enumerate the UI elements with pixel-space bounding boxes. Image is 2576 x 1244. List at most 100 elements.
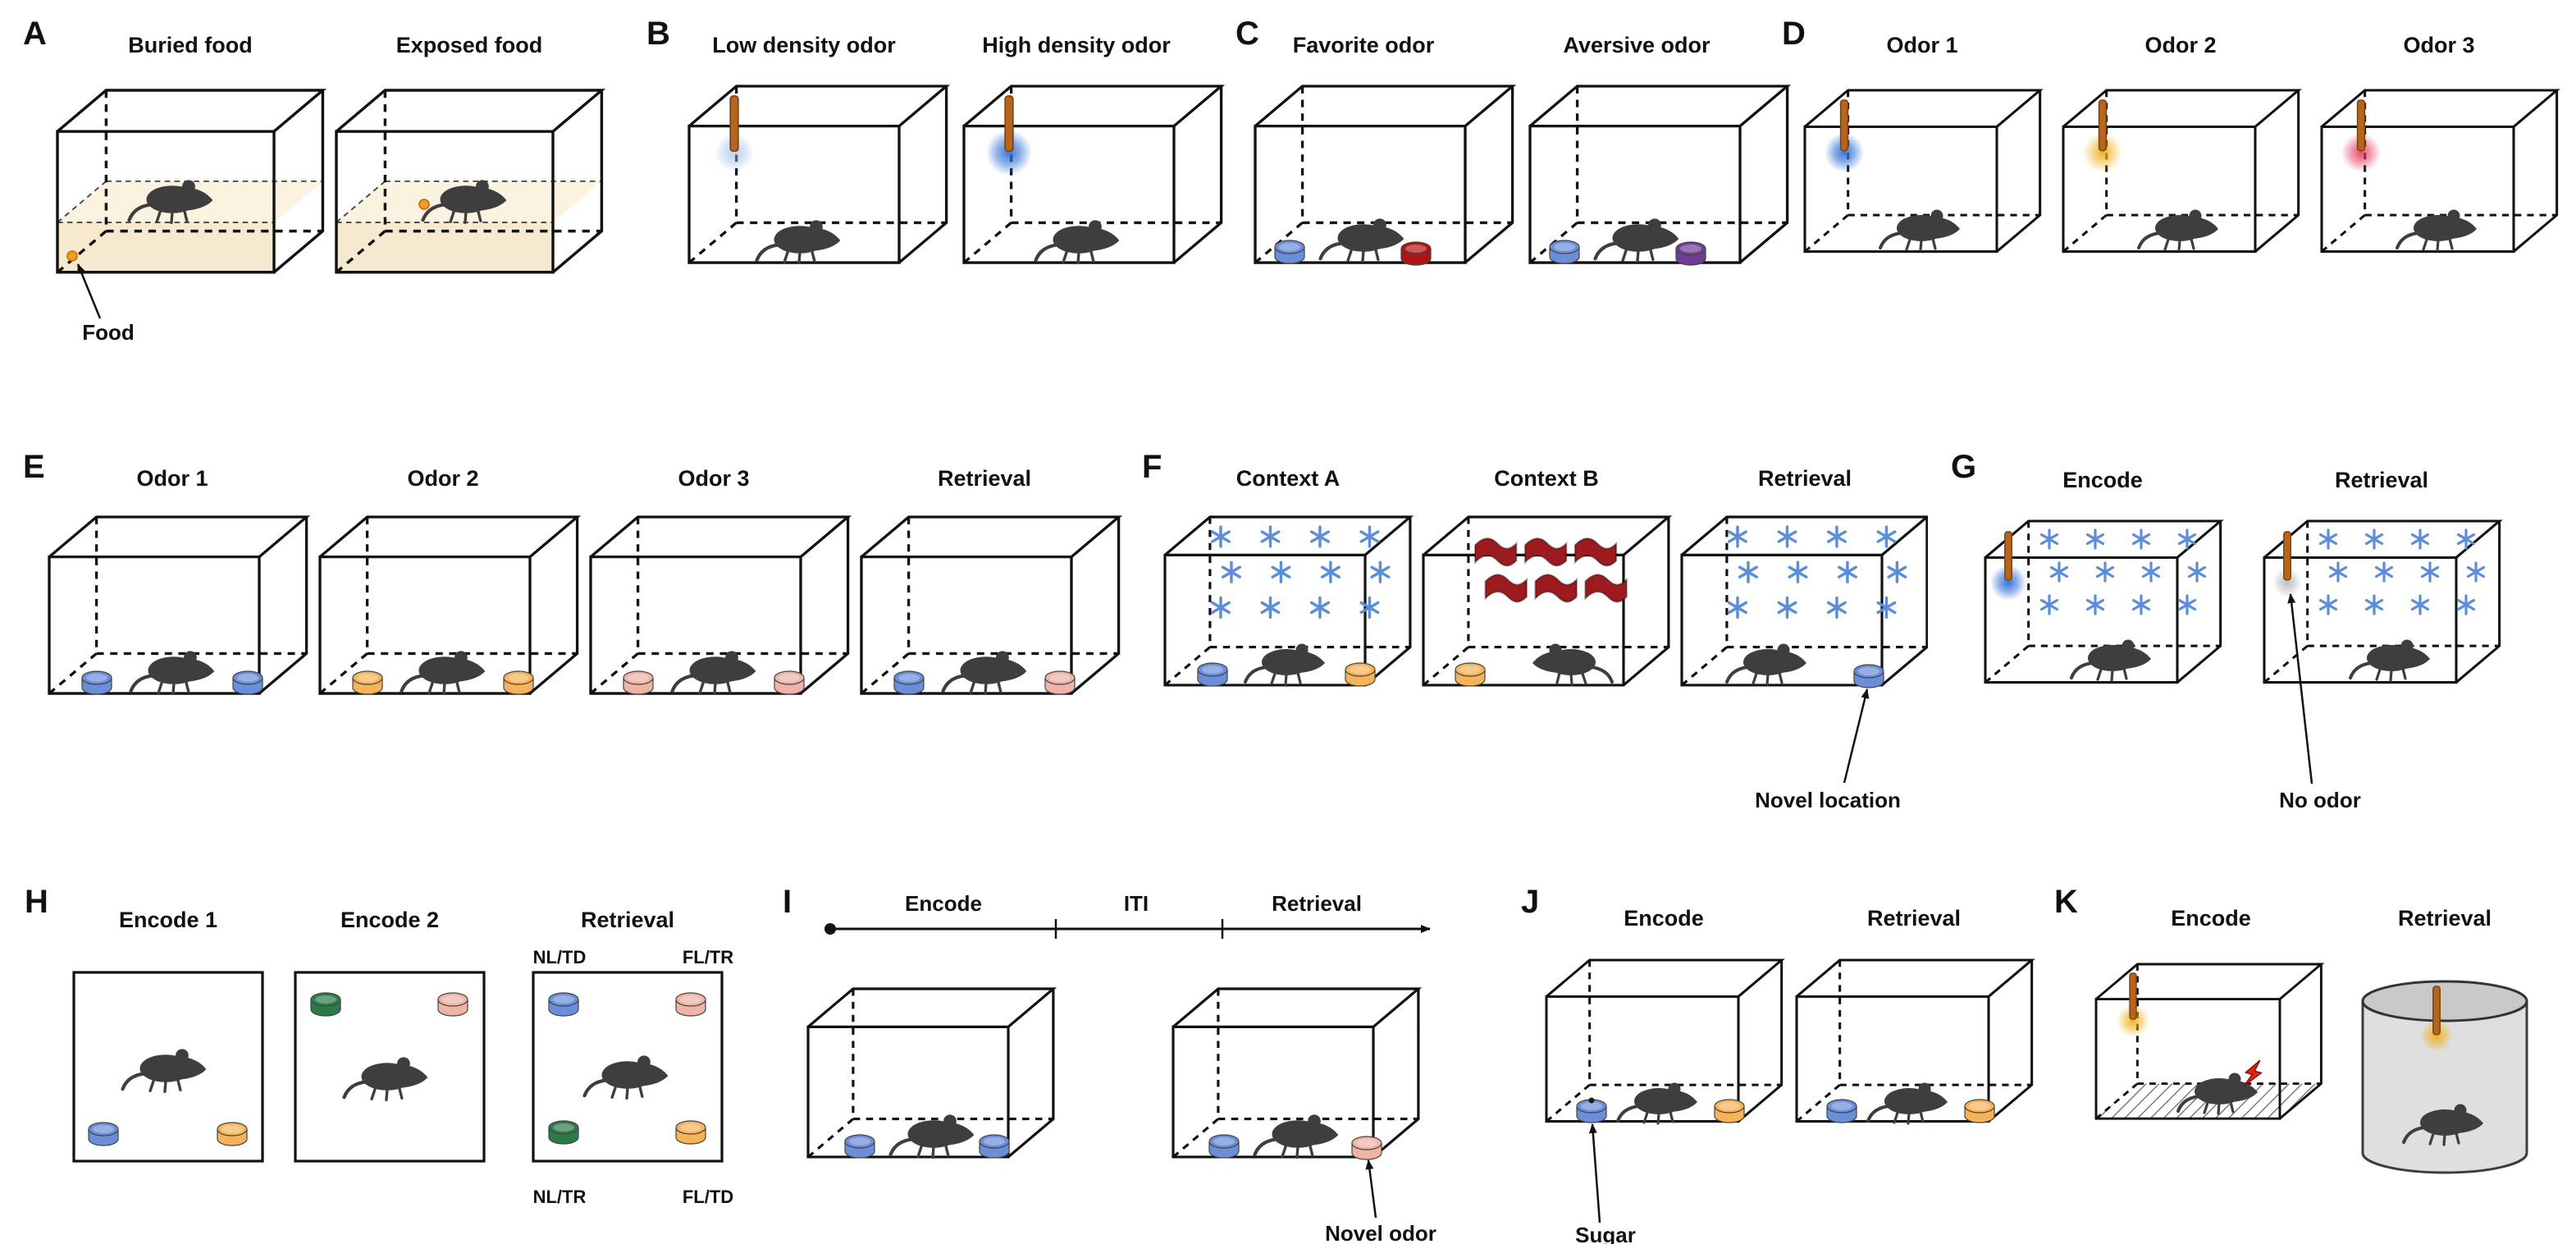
odor-glow-low: [715, 133, 754, 172]
annotation-arrow: [1843, 688, 1870, 784]
corner-label-fl-tr: FL/TR: [683, 947, 733, 967]
odor-dish-yellow: [1455, 662, 1486, 687]
box-title: Odor 1: [1886, 33, 1957, 57]
odor-dish-blue: [1197, 662, 1228, 687]
box-title: High density odor: [982, 33, 1171, 57]
box-title: Context B: [1494, 466, 1599, 491]
odor-glow-high: [986, 130, 1032, 176]
box-title: Encode 2: [340, 908, 439, 932]
box-title: Odor 3: [678, 466, 749, 491]
odor-dish-red: [1400, 241, 1432, 266]
panel-a: A Buried food Exposed food Food: [23, 16, 604, 345]
odor-dish-blue: [1208, 1134, 1240, 1159]
annotation-arrow: [1588, 1123, 1601, 1223]
cylinder-body: [2361, 1001, 2528, 1174]
encode-box: [806, 987, 1055, 1159]
retrieval-arena: [532, 971, 724, 1163]
odor-glow-yellow: [2420, 1019, 2453, 1052]
odor-dish-yellow: [1714, 1099, 1745, 1123]
odor-dish-yellow: [1345, 662, 1376, 687]
box-title: Aversive odor: [1563, 33, 1710, 57]
odor-stick: [2432, 986, 2441, 1036]
buried-food-box: [56, 89, 325, 274]
mouse: [943, 651, 1027, 693]
box-title: Favorite odor: [1293, 33, 1435, 57]
panel-d: D Odor 1 Odor 2 Odor 3: [1782, 16, 2559, 254]
box-outline: [1680, 515, 1928, 687]
odor-glow-blue: [1825, 133, 1864, 172]
box-title: Retrieval: [581, 908, 674, 932]
box-title: Retrieval: [2398, 906, 2492, 931]
panel-letter-j: J: [1521, 884, 1539, 920]
timeline: Encode ITI Retrieval: [824, 891, 1431, 939]
panel-k: K Encode Retrieval: [2054, 884, 2528, 1174]
odor-dish-blue: [844, 1134, 875, 1159]
odor-dish-yellow: [1964, 1099, 1995, 1123]
odor-dish-blue: [893, 670, 925, 695]
box-title: Retrieval: [1867, 906, 1961, 931]
retrieval-box: [1172, 987, 1420, 1160]
snowflake-wall: [2321, 530, 2484, 614]
mouse: [1866, 1081, 1949, 1125]
odor-dish-yellow: [217, 1122, 248, 1146]
odor-dish-blue: [232, 670, 263, 695]
odor-dish-pink: [1044, 670, 1076, 695]
aversive-odor-box: [1528, 85, 1789, 266]
mouse: [1531, 642, 1614, 686]
panel-letter-b: B: [646, 16, 670, 52]
odor-dish-green: [310, 992, 341, 1017]
box-title: Exposed food: [396, 33, 543, 57]
mouse: [1321, 218, 1404, 261]
odor-glow-none: [2272, 568, 2302, 597]
odor-stick: [1839, 99, 1849, 152]
odor-dish-yellow: [352, 670, 383, 695]
annotation-arrow: [1365, 1159, 1377, 1219]
box-title: Odor 3: [2403, 33, 2474, 57]
odor-dish-green: [548, 1120, 579, 1145]
odor-glow-red: [2341, 133, 2381, 172]
bedding-front: [336, 222, 553, 272]
mouse: [891, 1114, 975, 1157]
panel-letter-a: A: [23, 16, 47, 52]
mouse: [1596, 218, 1679, 261]
odor-dish-yellow: [675, 1120, 706, 1145]
retrieval-box: [1795, 958, 2034, 1125]
odor-dish-pink-novel: [1351, 1136, 1382, 1160]
odor-dish-blue: [1826, 1099, 1857, 1123]
panel-letter-g: G: [1951, 449, 1976, 485]
odor2-box: [318, 515, 579, 695]
mouse: [673, 651, 756, 693]
panel-j: J Encode Retrieval Sugar: [1521, 884, 2034, 1244]
corner-label-nl-tr: NL/TR: [533, 1187, 587, 1207]
retrieval-box: [1680, 515, 1928, 688]
odor-stick: [2098, 99, 2108, 152]
odor-dish-yellow: [503, 670, 534, 695]
encode-box: [1984, 519, 2222, 684]
odor-dish-blue: [979, 1134, 1010, 1159]
odor-glow-yellow: [2117, 1004, 2149, 1037]
panel-i: I Encode ITI Retrieval Novel odor: [783, 884, 1436, 1244]
mouse: [1725, 642, 1808, 686]
retrieval-cylinder: [2361, 980, 2528, 1174]
panel-e: E Odor 1 Odor 2 Odor 3 Retrieval: [23, 449, 1121, 833]
annotation-arrow: [2287, 593, 2313, 784]
food-pellet-buried: [66, 250, 78, 262]
odor3-box: [589, 515, 850, 694]
context-a-box: [1163, 515, 1412, 687]
odor-glow-yellow: [2083, 133, 2122, 172]
odor3-box: [2320, 89, 2559, 254]
panel-g: G Encode Retrieval No odor: [1951, 449, 2501, 812]
panel-letter-c: C: [1235, 16, 1259, 52]
encode-box: [2094, 963, 2323, 1120]
annotation-no-odor: No odor: [2279, 788, 2361, 812]
odor-stick: [2129, 972, 2137, 1020]
odor-stick: [729, 95, 739, 153]
box-title: Retrieval: [938, 466, 1031, 491]
panel-letter-d: D: [1782, 16, 1806, 52]
odor1-box: [1803, 89, 2042, 254]
panel-letter-i: I: [783, 884, 792, 920]
corner-label-fl-td: FL/TD: [683, 1187, 733, 1207]
timeline-label-iti: ITI: [1124, 891, 1149, 916]
odor-dish-pink: [675, 992, 706, 1017]
snowflake-wall: [2042, 530, 2205, 614]
